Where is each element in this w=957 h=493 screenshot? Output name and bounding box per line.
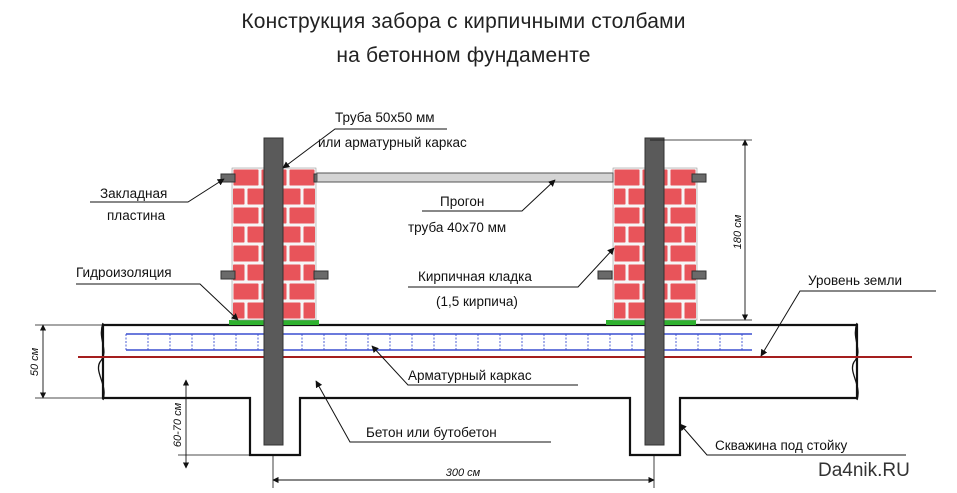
leader-pipe	[282, 128, 447, 169]
leader-rebar	[371, 345, 578, 386]
brick	[684, 188, 696, 205]
diagram-title-line2: на бетонном фундаменте	[336, 44, 591, 67]
label-pipe-line2: или арматурный каркас	[318, 135, 467, 150]
brick	[233, 302, 245, 319]
embed-plate-right-mid	[597, 270, 613, 280]
brick	[614, 188, 626, 205]
diagram-title-line1: Конструкция забора с кирпичными столбами	[241, 10, 686, 33]
brick	[233, 207, 259, 224]
brick	[684, 302, 696, 319]
brick	[614, 245, 640, 262]
steel-post-right	[644, 137, 665, 446]
embed-plate-right-top-r	[691, 173, 707, 183]
purlin-bar	[316, 172, 614, 183]
brick	[289, 169, 315, 186]
brick	[670, 207, 696, 224]
label-pipe-line1: Труба 50х50 мм	[335, 110, 435, 125]
brick	[614, 169, 640, 186]
label-purlin-line1: Прогон	[440, 194, 484, 209]
dim-foundation-text: 50 см	[29, 347, 41, 376]
label-rebar-cage: Арматурный каркас	[408, 368, 532, 383]
brick	[303, 226, 315, 243]
label-waterproof: Гидроизоляция	[76, 265, 172, 280]
brick	[233, 283, 259, 300]
brick	[289, 245, 315, 262]
label-ground-level: Уровень земли	[808, 273, 902, 288]
label-brickwork-line2: (1,5 кирпича)	[436, 294, 518, 309]
leader-ground	[760, 290, 936, 357]
brick	[233, 169, 259, 186]
label-embed-line2: пластина	[107, 208, 166, 223]
brick	[614, 226, 626, 243]
embed-plate-right-mid-r	[691, 270, 707, 280]
dim-span-text: 300 см	[446, 467, 481, 479]
label-embed-line1: Закладная	[100, 186, 167, 201]
embed-plate-left-mid-r	[313, 270, 329, 280]
brick	[303, 188, 315, 205]
brick	[684, 226, 696, 243]
brick	[614, 283, 640, 300]
label-post-hole: Скважина под стойку	[715, 438, 848, 453]
embed-plate-left-top	[220, 173, 236, 183]
brick	[303, 264, 315, 281]
brick	[614, 302, 626, 319]
leader-purlin	[422, 179, 556, 212]
brick	[289, 283, 315, 300]
label-purlin-line2: труба 40х70 мм	[408, 220, 506, 235]
brick	[233, 245, 259, 262]
break-mark-left	[97, 322, 105, 401]
brick	[233, 226, 245, 243]
leader-waterproof	[76, 283, 239, 321]
embed-plate-left-mid	[220, 270, 236, 280]
break-mark-right	[851, 322, 859, 401]
leader-concrete	[315, 380, 551, 443]
brick	[289, 207, 315, 224]
brick	[233, 264, 245, 281]
label-brickwork-line1: Кирпичная кладка	[418, 269, 532, 284]
leader-hole	[679, 423, 906, 456]
brick	[670, 169, 696, 186]
steel-post-left	[263, 137, 284, 446]
brick	[614, 264, 626, 281]
watermark: Da4nik.RU	[818, 460, 910, 481]
label-concrete: Бетон или бутобетон	[366, 425, 497, 440]
brick	[303, 302, 315, 319]
brick	[670, 283, 696, 300]
brick	[670, 245, 696, 262]
leader-brickwork	[408, 247, 615, 288]
brick	[614, 207, 640, 224]
dim-depth-text: 60-70 см	[172, 402, 184, 447]
leader-embed	[90, 178, 225, 203]
dim-height-text: 180 см	[732, 214, 744, 249]
brick	[233, 188, 245, 205]
